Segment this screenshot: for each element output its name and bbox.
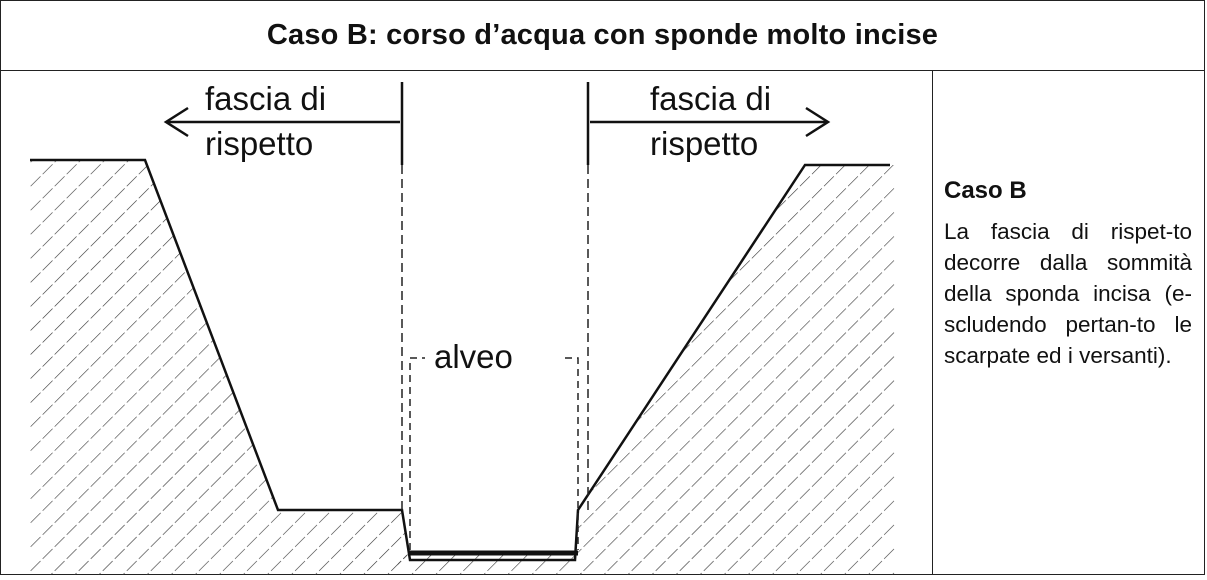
panel-divider — [932, 70, 933, 575]
channel-box-dashed — [409, 357, 425, 550]
channel-box-dashed-right — [565, 357, 579, 550]
right-arrow-head-icon — [805, 106, 831, 138]
side-heading: Caso B — [944, 177, 1027, 204]
left-bank-hatch — [30, 160, 410, 575]
channel-label: alveo — [434, 338, 513, 375]
terrain-profile — [30, 158, 890, 562]
cross-section-svg: fascia di rispetto fascia di rispetto al… — [30, 80, 895, 575]
right-bank-hatch — [578, 165, 895, 575]
right-label-line2: rispetto — [650, 125, 758, 162]
left-arrow-head-icon — [163, 106, 189, 138]
title-bar: Caso B: corso d’acqua con sponde molto i… — [1, 1, 1204, 71]
cross-section-diagram: fascia di rispetto fascia di rispetto al… — [0, 70, 932, 575]
side-panel: Caso B La fascia di rispet-to decorre da… — [944, 176, 1192, 371]
side-body-text: La fascia di rispet-to decorre dalla som… — [944, 219, 1192, 368]
right-label-line1: fascia di — [650, 80, 771, 117]
figure-title: Caso B: corso d’acqua con sponde molto i… — [266, 19, 939, 51]
channel-bed-hatch — [395, 555, 585, 575]
left-label-line1: fascia di — [205, 80, 326, 117]
left-label-line2: rispetto — [205, 125, 313, 162]
